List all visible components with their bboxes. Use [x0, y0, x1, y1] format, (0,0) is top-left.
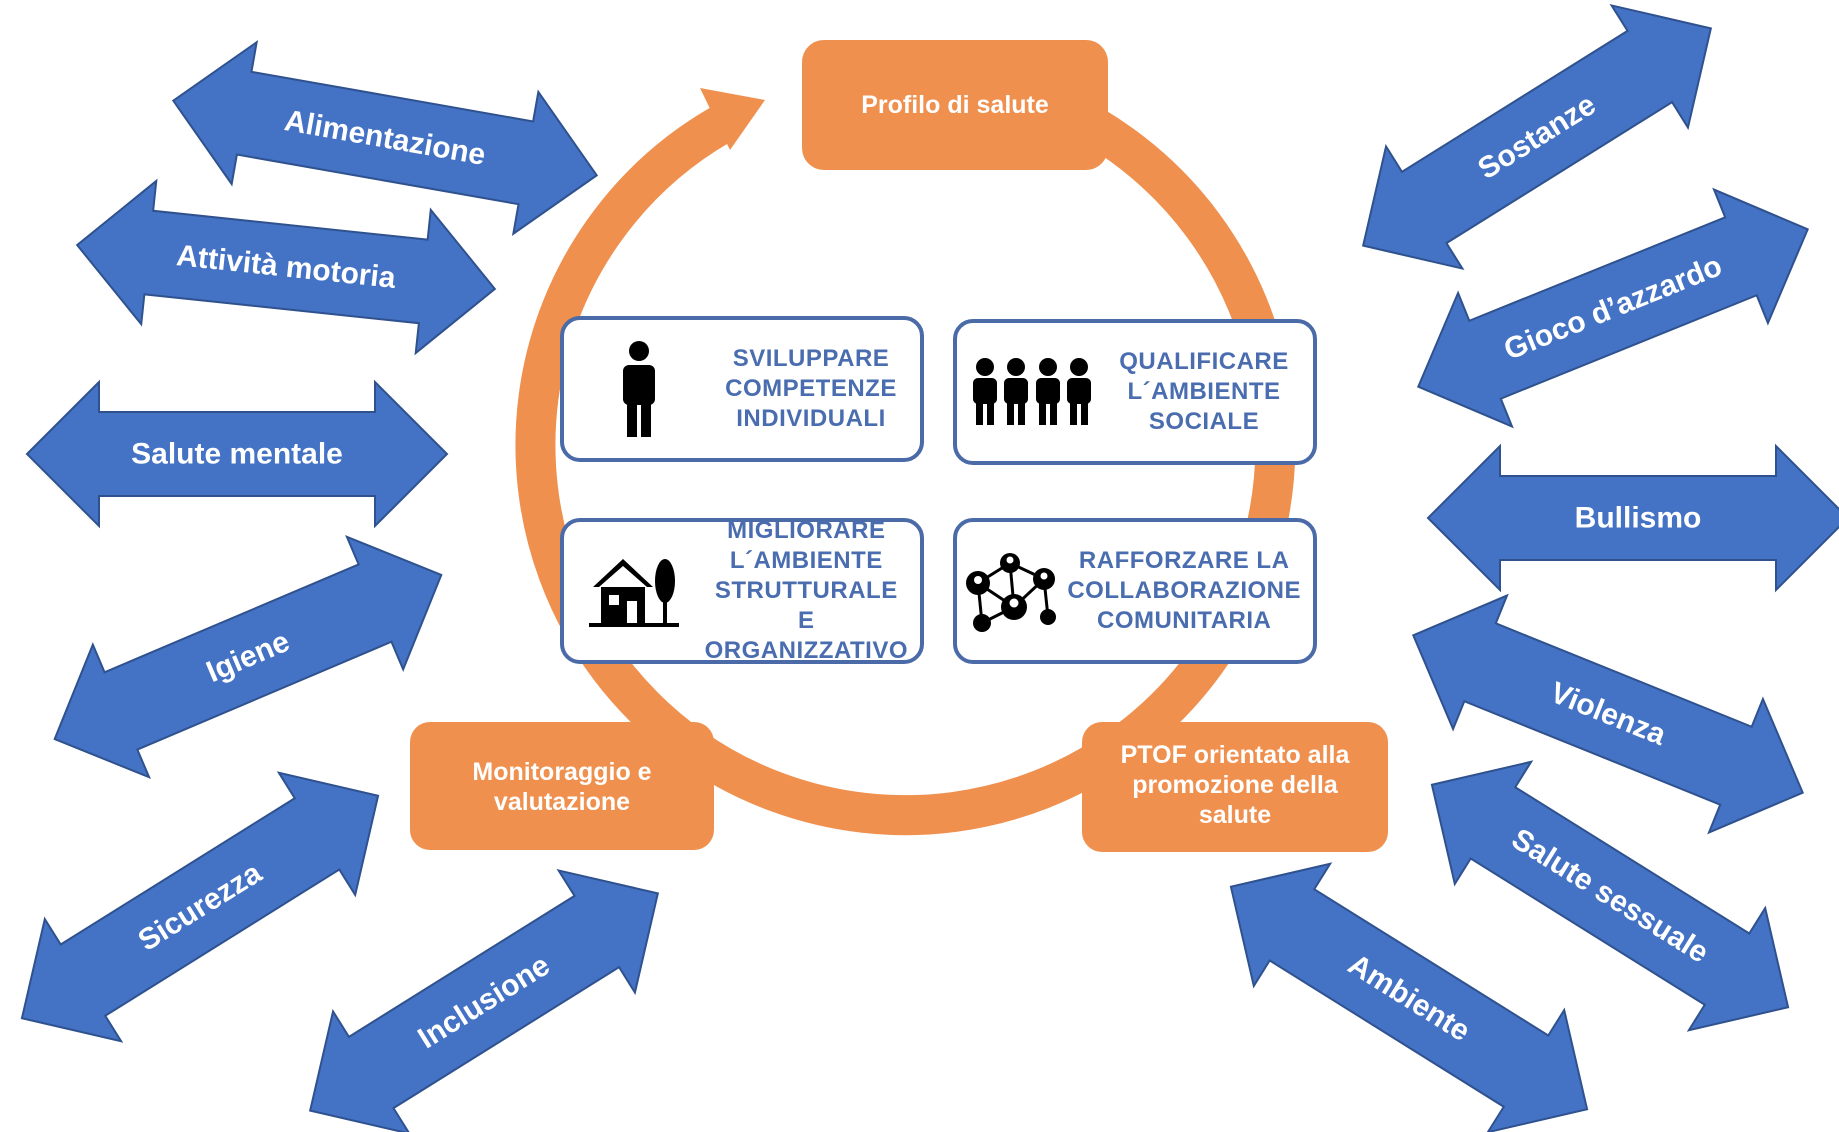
- topic-arrow-sicurezza: Sicurezza: [20, 771, 380, 1043]
- topic-arrow-igiene: Igiene: [53, 534, 443, 780]
- cycle-ring: [515, 68, 1296, 836]
- people-group-icon: [957, 323, 1107, 461]
- stage-monitoraggio-label-1: Monitoraggio e: [472, 758, 651, 786]
- person-icon: [564, 320, 714, 458]
- topic-arrow-bullismo: Bullismo: [1426, 443, 1839, 593]
- stage-monitoraggio: Monitoraggio e valutazione: [410, 722, 714, 850]
- network-icon: [957, 522, 1067, 660]
- action-label-competenze: SVILUPPARE COMPETENZE INDIVIDUALI: [725, 345, 897, 432]
- stage-profilo: Profilo di salute: [802, 40, 1108, 170]
- topic-arrow-violenza: Violenza: [1411, 593, 1805, 835]
- topic-label-salute-mentale: Salute mentale: [131, 438, 343, 471]
- house-tree-icon: [564, 522, 705, 660]
- topic-label-bullismo: Bullismo: [1575, 502, 1702, 535]
- topic-arrow-salute-mentale: Salute mentale: [25, 379, 449, 529]
- topic-arrow-salute-sessuale: Salute sessuale: [1430, 760, 1790, 1032]
- stage-ptof: PTOF orientato alla promozione della sal…: [1082, 722, 1388, 852]
- stage-ptof-label-3: salute: [1199, 801, 1271, 829]
- stage-monitoraggio-label-2: valutazione: [494, 788, 630, 816]
- action-label-ambiente-sociale: QUALIFICARE L´AMBIENTE SOCIALE: [1119, 348, 1289, 435]
- action-box-collaborazione: RAFFORZARE LA COLLABORAZIONE COMUNITARIA: [953, 518, 1317, 664]
- topic-arrow-alimentazione: Alimentazione: [171, 40, 599, 236]
- cycle-arc: [515, 68, 1296, 836]
- stage-ptof-label-1: PTOF orientato alla: [1121, 741, 1351, 769]
- stage-ptof-label-2: promozione della: [1132, 771, 1339, 799]
- action-label-collaborazione: RAFFORZARE LA COLLABORAZIONE COMUNITARIA: [1067, 547, 1301, 634]
- cycle-arrowhead: [700, 88, 765, 150]
- topic-arrow-inclusione: Inclusione: [308, 868, 660, 1132]
- action-box-competenze: SVILUPPARE COMPETENZE INDIVIDUALI: [560, 316, 924, 462]
- action-box-ambiente-strutturale: MIGLIORARE L´AMBIENTE STRUTTURALE E ORGA…: [560, 517, 924, 664]
- action-box-ambiente-sociale: QUALIFICARE L´AMBIENTE SOCIALE: [953, 319, 1317, 465]
- action-label-ambiente-strutturale: MIGLIORARE L´AMBIENTE STRUTTURALE E ORGA…: [704, 517, 908, 664]
- stage-profilo-label: Profilo di salute: [861, 91, 1049, 119]
- topic-arrow-attivita-motoria: Attività motoria: [75, 178, 497, 356]
